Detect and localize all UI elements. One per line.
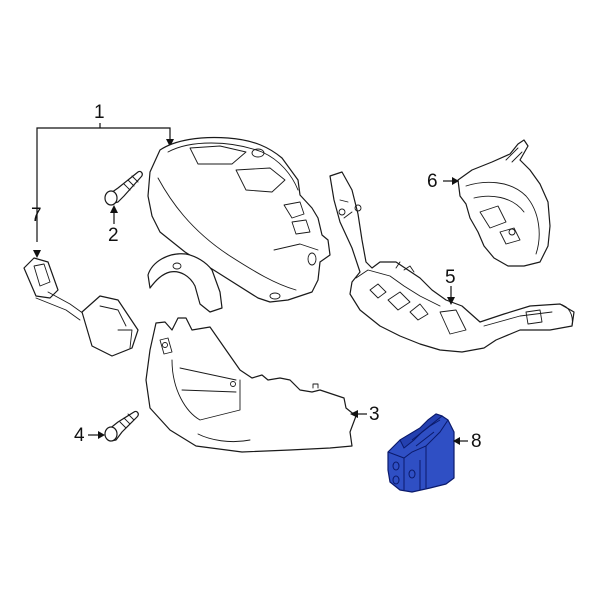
callout-7: 7 xyxy=(31,205,42,226)
callout-3: 3 xyxy=(369,404,380,425)
callout-8-leader xyxy=(453,437,468,445)
upper-column-cover[interactable] xyxy=(147,136,331,313)
callout-8: 8 xyxy=(471,431,482,452)
callout-1: 1 xyxy=(94,102,105,123)
connector-block-highlighted[interactable] xyxy=(387,413,455,493)
callout-5: 5 xyxy=(445,267,456,288)
lower-column-cover[interactable] xyxy=(145,317,357,453)
callout-3-leader xyxy=(350,410,367,418)
screw-part-4[interactable] xyxy=(104,410,139,442)
callout-4-leader xyxy=(88,431,105,439)
clock-spring[interactable] xyxy=(457,139,551,267)
screw-part-2[interactable] xyxy=(104,170,143,206)
callout-6: 6 xyxy=(427,171,438,192)
callout-2-leader xyxy=(110,205,118,224)
wiring-harness-connector[interactable] xyxy=(23,257,139,357)
callout-4: 4 xyxy=(74,425,85,446)
callout-2: 2 xyxy=(108,225,119,246)
callout-5-leader xyxy=(447,286,455,305)
callout-1-leader xyxy=(33,123,174,258)
combination-switch[interactable] xyxy=(329,171,575,353)
callout-6-leader xyxy=(443,177,459,185)
